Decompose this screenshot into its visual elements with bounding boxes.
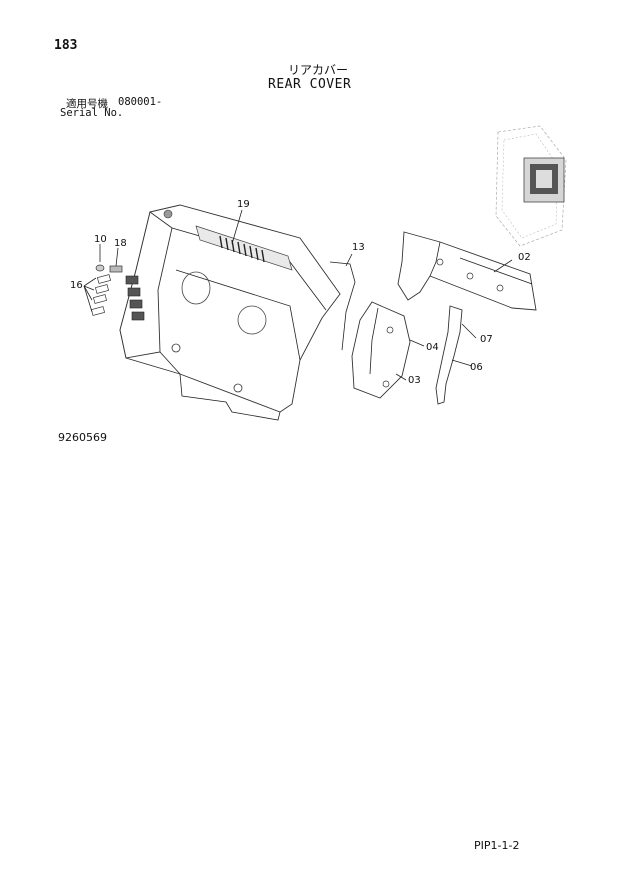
- small-parts: [90, 264, 123, 316]
- callout-16: 16: [70, 280, 83, 291]
- title-japanese: リアカバー: [288, 63, 349, 77]
- callout-04: 04: [426, 342, 439, 353]
- page-number: 183: [54, 38, 78, 53]
- bracket-part-06: [435, 305, 463, 405]
- machine-locator-thumbnail: [495, 125, 567, 247]
- side-cover-part-03: [351, 301, 411, 399]
- upper-side-cover: [397, 231, 537, 311]
- serial-label: Serial No.: [60, 107, 124, 119]
- callout-18: 18: [114, 238, 127, 249]
- callout-19: 19: [237, 199, 250, 210]
- rear-cover-main-panel: [119, 204, 341, 421]
- page-title: REAR COVER: [268, 77, 352, 92]
- callout-06: 06: [470, 362, 483, 373]
- page-code: PIP1-1-2: [474, 839, 520, 852]
- callout-03: 03: [408, 375, 421, 386]
- serial-number-value: 080001-: [118, 96, 163, 108]
- callout-07: 07: [480, 334, 493, 345]
- callout-10: 10: [94, 234, 107, 245]
- drawing-number: 9260569: [58, 431, 107, 444]
- cable-part-13: [329, 261, 356, 351]
- callout-13: 13: [352, 242, 365, 253]
- serial-label-japanese: 適用号機: [66, 98, 108, 110]
- leader-lines: [83, 209, 513, 381]
- callout-02: 02: [518, 252, 531, 263]
